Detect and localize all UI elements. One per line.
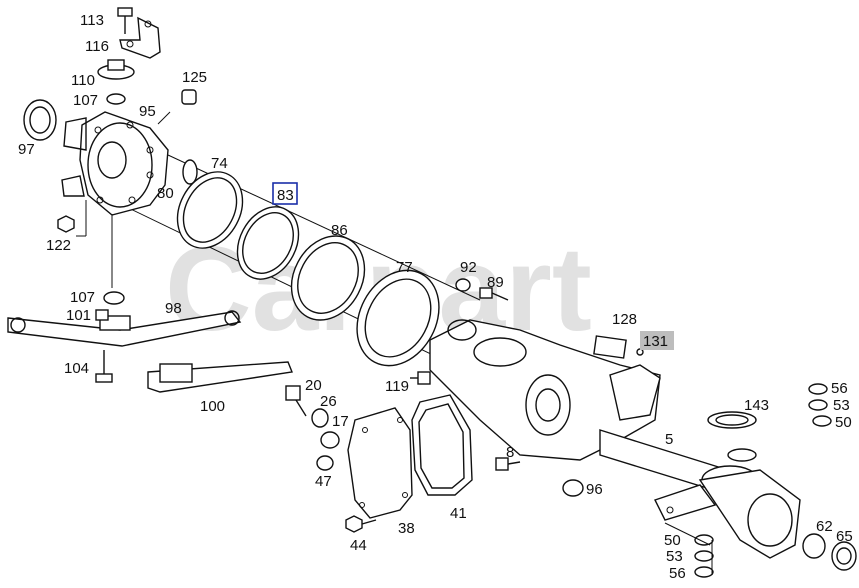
label-65: 65 bbox=[836, 528, 853, 545]
label-5: 5 bbox=[665, 431, 673, 448]
part-74-ring[interactable] bbox=[165, 161, 256, 260]
label-89: 89 bbox=[487, 274, 504, 291]
label-53-bottom: 53 bbox=[666, 548, 683, 565]
label-50-bottom: 50 bbox=[664, 532, 681, 549]
label-80: 80 bbox=[157, 185, 174, 202]
label-41: 41 bbox=[450, 505, 467, 522]
label-56-bottom: 56 bbox=[669, 565, 686, 582]
part-101[interactable] bbox=[95, 309, 109, 321]
label-62: 62 bbox=[816, 518, 833, 535]
label-8: 8 bbox=[506, 444, 514, 461]
label-131: 131 bbox=[643, 333, 668, 350]
part-77-cover[interactable] bbox=[341, 256, 455, 380]
label-119: 119 bbox=[385, 378, 409, 395]
part-128-plate[interactable] bbox=[593, 335, 627, 359]
part-100-arm[interactable] bbox=[147, 361, 293, 393]
label-143: 143 bbox=[744, 397, 769, 414]
part-96-cap[interactable] bbox=[562, 479, 584, 497]
label-100: 100 bbox=[200, 398, 225, 415]
label-107-bottom: 107 bbox=[70, 289, 95, 306]
label-56-top: 56 bbox=[831, 380, 848, 397]
part-41-gasket[interactable] bbox=[411, 394, 473, 496]
part-62-bearing[interactable] bbox=[802, 533, 826, 559]
part-47-plug[interactable] bbox=[316, 455, 334, 471]
label-107-top: 107 bbox=[73, 92, 98, 109]
label-53-top: 53 bbox=[833, 397, 850, 414]
label-50-top: 50 bbox=[835, 414, 852, 431]
label-74: 74 bbox=[211, 155, 228, 172]
note-box-131[interactable] bbox=[640, 331, 674, 350]
label-97: 97 bbox=[18, 141, 35, 158]
part-97-seal[interactable] bbox=[23, 99, 57, 141]
part-95-knuckle[interactable] bbox=[61, 111, 169, 216]
label-125: 125 bbox=[182, 69, 207, 86]
part-8-bolt[interactable] bbox=[495, 457, 521, 471]
axle-housing[interactable] bbox=[429, 319, 661, 461]
label-44: 44 bbox=[350, 537, 367, 554]
label-122: 122 bbox=[46, 237, 71, 254]
label-101: 101 bbox=[66, 307, 91, 324]
label-47: 47 bbox=[315, 473, 332, 490]
part-113-bolt[interactable] bbox=[117, 7, 133, 34]
part-17-cap[interactable] bbox=[320, 431, 340, 449]
label-17: 17 bbox=[332, 413, 349, 430]
label-83: 83 bbox=[277, 187, 294, 204]
label-98: 98 bbox=[165, 300, 182, 317]
label-86: 86 bbox=[331, 222, 348, 239]
part-26-washer[interactable] bbox=[311, 408, 329, 428]
part-119-bolt[interactable] bbox=[410, 371, 431, 385]
part-110-flange[interactable] bbox=[97, 59, 135, 80]
label-38: 38 bbox=[398, 520, 415, 537]
label-128: 128 bbox=[612, 311, 637, 328]
highlight-box-83[interactable] bbox=[272, 182, 298, 205]
part-38-cover[interactable] bbox=[347, 407, 413, 519]
part-116-bracket[interactable] bbox=[119, 16, 161, 59]
label-110: 110 bbox=[71, 72, 95, 89]
label-116: 116 bbox=[85, 38, 109, 55]
part-89-bolt[interactable] bbox=[479, 287, 509, 301]
part-80[interactable] bbox=[182, 159, 198, 185]
part-122-nut[interactable] bbox=[57, 215, 75, 233]
label-92: 92 bbox=[460, 259, 477, 276]
part-44-bolt[interactable] bbox=[345, 515, 377, 533]
part-125-plug[interactable] bbox=[181, 89, 197, 105]
part-143-seal[interactable] bbox=[707, 411, 757, 429]
label-95: 95 bbox=[139, 103, 156, 120]
part-20-bolt[interactable] bbox=[285, 385, 307, 417]
label-20: 20 bbox=[305, 377, 322, 394]
label-96: 96 bbox=[586, 481, 603, 498]
right-knuckle[interactable] bbox=[654, 448, 801, 559]
label-104: 104 bbox=[64, 360, 89, 377]
washer-stack-top[interactable] bbox=[808, 383, 832, 427]
part-107-washer[interactable] bbox=[106, 93, 126, 105]
label-26: 26 bbox=[320, 393, 337, 410]
part-107b-washer[interactable] bbox=[103, 291, 125, 305]
label-113: 113 bbox=[80, 12, 104, 29]
part-86-gasket[interactable] bbox=[277, 223, 378, 333]
part-92-washer[interactable] bbox=[455, 278, 471, 292]
part-83-ring[interactable] bbox=[225, 196, 310, 289]
washer-stack-bottom[interactable] bbox=[694, 534, 714, 578]
label-77: 77 bbox=[396, 259, 413, 276]
part-65-seal[interactable] bbox=[831, 541, 857, 571]
part-104-bolt[interactable] bbox=[95, 350, 113, 383]
